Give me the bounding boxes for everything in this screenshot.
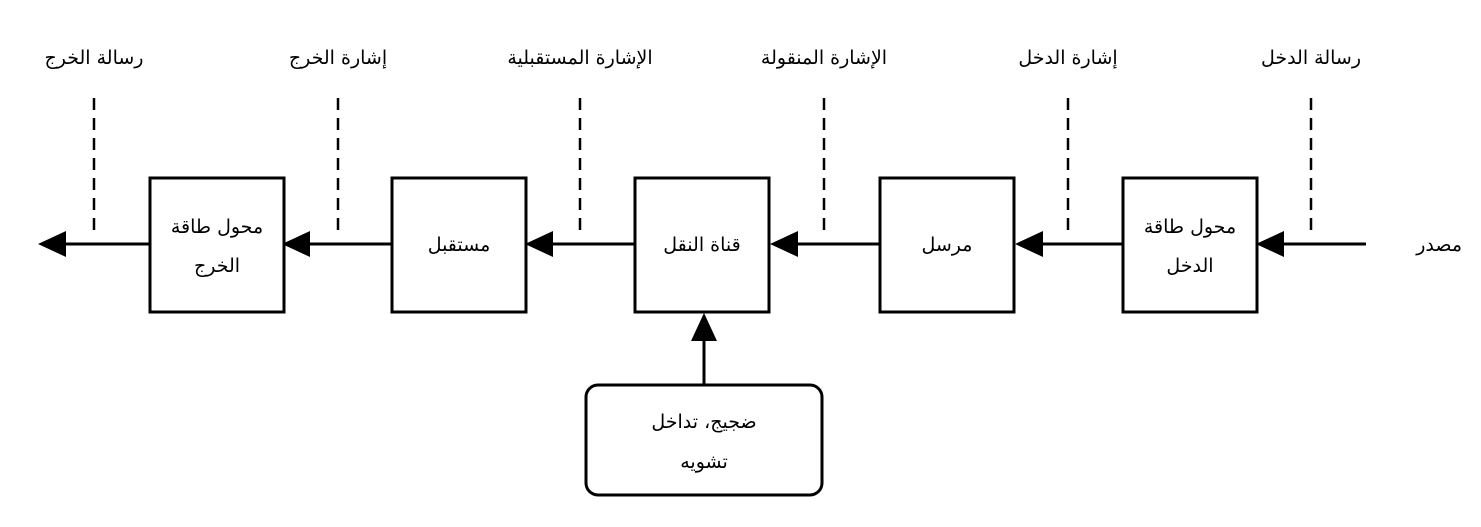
arrow-noise-into-channel <box>691 313 717 341</box>
noise-line1: ضجيج، تداخل <box>651 411 756 433</box>
block-noise: ضجيج، تداخل تشويه <box>584 383 824 497</box>
label-input-message: رسالة الدخل <box>1261 47 1361 69</box>
block-input-transducer: محول طاقة الدخل <box>1121 176 1259 314</box>
arrow-into-receiver <box>525 231 553 257</box>
flow-lines <box>38 231 1366 385</box>
arrow-into-input-transducer <box>1256 231 1284 257</box>
arrow-into-transmitter <box>1015 231 1043 257</box>
receiver-label: مستقبل <box>428 234 491 256</box>
signal-markers <box>92 98 1313 238</box>
block-receiver: مستقبل <box>390 176 528 314</box>
label-input-signal: إشارة الدخل <box>1018 47 1117 70</box>
block-output-transducer: محول طاقة الخرج <box>148 176 286 314</box>
label-transmitted-signal: الإشارة المنقولة <box>761 47 887 69</box>
signal-labels: رسالة الدخل إشارة الدخل الإشارة المنقولة… <box>45 47 1362 70</box>
label-received-signal: الإشارة المستقبلية <box>507 47 652 69</box>
arrow-into-output-transducer <box>282 231 310 257</box>
output-transducer-line2: الخرج <box>194 255 240 277</box>
input-transducer-line1: محول طاقة <box>1144 216 1236 238</box>
input-transducer-line2: الدخل <box>1166 255 1213 277</box>
arrow-output-end <box>38 231 66 257</box>
source-label: مصدر <box>1415 234 1462 256</box>
label-output-signal: إشارة الخرج <box>289 47 387 70</box>
label-output-message: رسالة الخرج <box>45 47 144 69</box>
block-channel: قناة النقل <box>633 176 771 314</box>
arrow-into-channel <box>770 231 798 257</box>
block-transmitter: مرسل <box>878 176 1016 314</box>
transmitter-label: مرسل <box>922 234 973 256</box>
output-transducer-line1: محول طاقة <box>171 216 263 238</box>
channel-label: قناة النقل <box>663 234 740 256</box>
noise-line2: تشويه <box>680 451 728 473</box>
